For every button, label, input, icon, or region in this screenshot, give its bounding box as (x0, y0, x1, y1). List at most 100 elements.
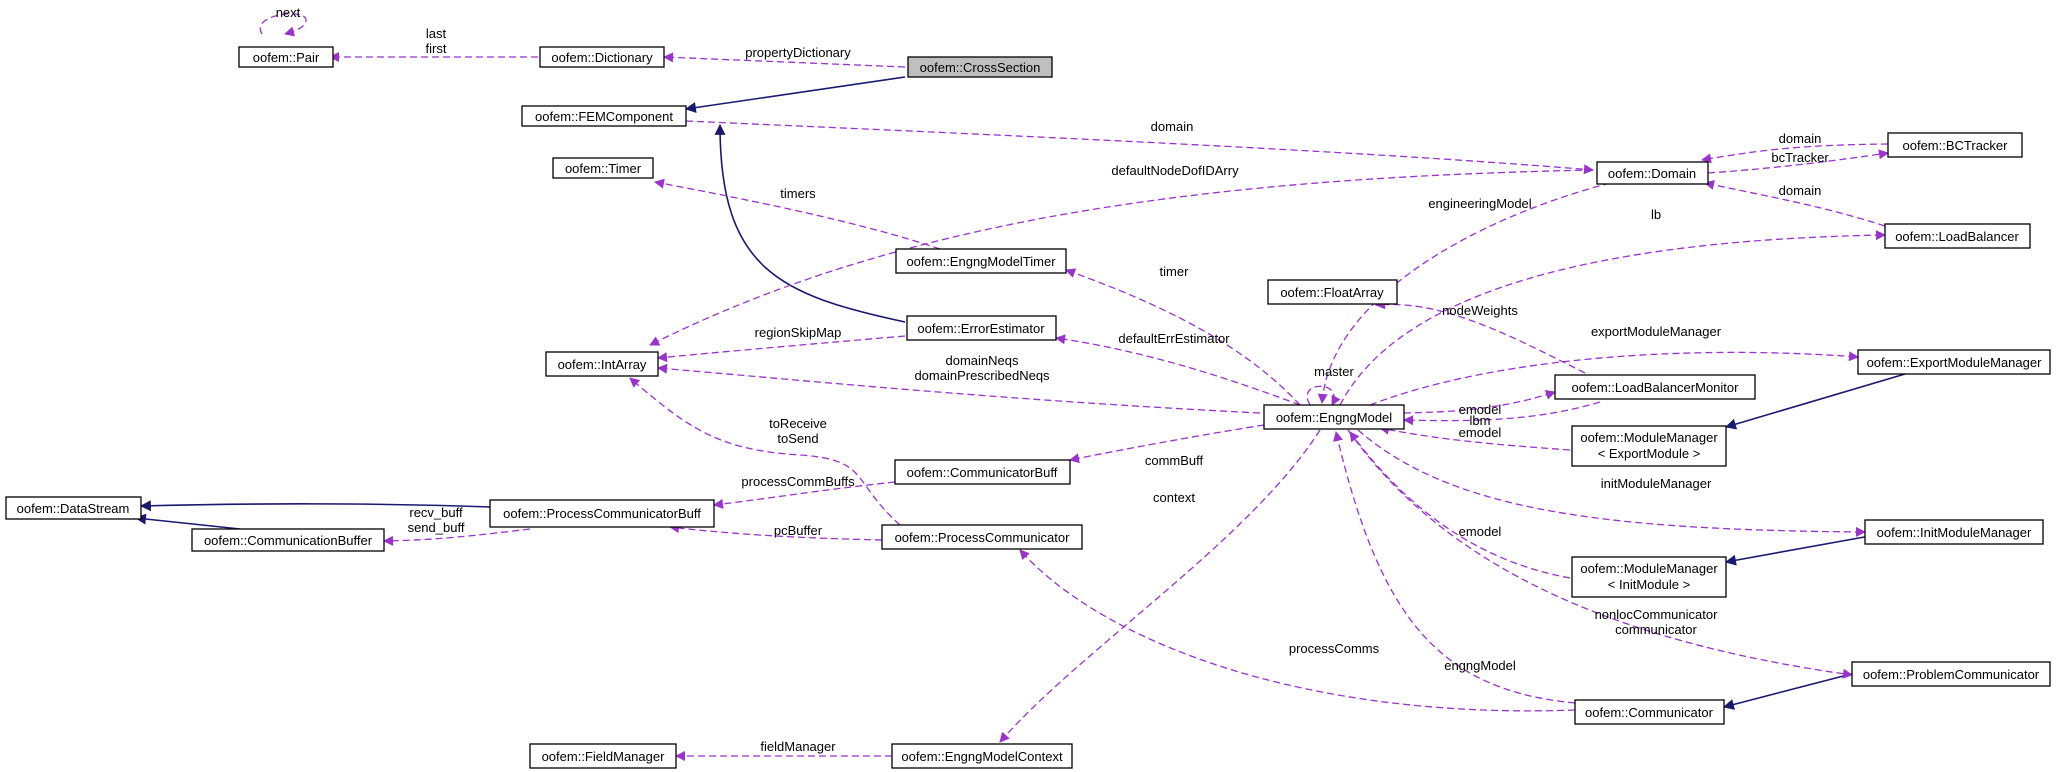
node-pair[interactable]: oofem::Pair (238, 46, 334, 68)
node-communicationbuffer[interactable]: oofem::CommunicationBuffer (191, 528, 385, 552)
svg-text:oofem::CommunicatorBuff: oofem::CommunicatorBuff (907, 465, 1058, 480)
label-processcommbuffs: processCommBuffs (741, 474, 855, 489)
svg-text:oofem::EngngModelTimer: oofem::EngngModelTimer (906, 254, 1056, 269)
label-domain-lb: domain (1779, 183, 1822, 198)
node-errorestimator[interactable]: oofem::ErrorEstimator (906, 315, 1057, 341)
label-nonloccommunicator: nonlocCommunicator (1595, 607, 1719, 622)
edge-processcommunicator-processcommunicatorbuff (669, 523, 883, 541)
label-first: first (426, 41, 447, 56)
svg-text:oofem::FEMComponent: oofem::FEMComponent (535, 109, 673, 124)
svg-text:oofem::EngngModel: oofem::EngngModel (1276, 410, 1392, 425)
label-tosend: toSend (777, 431, 818, 446)
label-fieldmanager: fieldManager (760, 739, 836, 754)
edge-engngmodel-master (1306, 385, 1341, 406)
svg-text:oofem::Domain: oofem::Domain (1608, 166, 1696, 181)
svg-text:oofem::ErrorEstimator: oofem::ErrorEstimator (917, 321, 1045, 336)
svg-text:oofem::EngngModelContext: oofem::EngngModelContext (901, 749, 1063, 764)
edge-bctracker-domain (1701, 143, 1889, 164)
edge-engngmodel-exportmodulemanager (1369, 351, 1859, 406)
edge-engngmodel-loadbalancermonitor (1403, 390, 1556, 414)
svg-text:oofem::IntArray: oofem::IntArray (558, 357, 647, 372)
label-pcbuffer: pcBuffer (774, 523, 823, 538)
label-domain-bct: domain (1779, 131, 1822, 146)
edge-errorestimator-femcomponent (714, 123, 906, 323)
edge-communicator-processcommunicator (1019, 549, 1576, 712)
node-loadbalancermonitor[interactable]: oofem::LoadBalancerMonitor (1554, 374, 1756, 400)
svg-text:oofem::Dictionary: oofem::Dictionary (551, 50, 653, 65)
node-engngmodeltimer[interactable]: oofem::EngngModelTimer (895, 248, 1067, 274)
node-datastream[interactable]: oofem::DataStream (5, 496, 142, 520)
edge-processcommunicatorbuff-communicationbuffer (383, 528, 531, 546)
label-defaulterrestimator: defaultErrEstimator (1118, 331, 1230, 346)
edge-engngmodeltimer-timer (654, 178, 941, 250)
node-engngmodelcontext[interactable]: oofem::EngngModelContext (891, 743, 1073, 769)
edge-communicator-engngmodel (1333, 431, 1576, 704)
node-dictionary[interactable]: oofem::Dictionary (539, 46, 665, 68)
node-crosssection[interactable]: oofem::CrossSection (907, 56, 1053, 78)
label-send-buff: send_buff (408, 520, 465, 535)
node-modulemanager-export[interactable]: oofem::ModuleManager < ExportModule > (1571, 425, 1727, 467)
node-intarray[interactable]: oofem::IntArray (545, 351, 659, 377)
edge-exportmodulemanager-modulemanager (1724, 373, 1906, 430)
node-communicatorbuff[interactable]: oofem::CommunicatorBuff (894, 459, 1071, 485)
node-initmodulemanager[interactable]: oofem::InitModuleManager (1864, 519, 2044, 545)
edge-loadbalancermonitor-floatarray (1375, 299, 1586, 374)
node-loadbalancer[interactable]: oofem::LoadBalancer (1884, 223, 2031, 249)
svg-text:oofem::DataStream: oofem::DataStream (17, 501, 130, 516)
svg-text:oofem::CrossSection: oofem::CrossSection (920, 60, 1041, 75)
node-floatarray[interactable]: oofem::FloatArray (1267, 279, 1398, 305)
edge-femcomponent-domain (685, 120, 1594, 175)
node-problemcommunicator[interactable]: oofem::ProblemCommunicator (1851, 661, 2051, 687)
node-modulemanager-init[interactable]: oofem::ModuleManager < InitModule > (1571, 556, 1727, 598)
edge-crosssection-dictionary (663, 52, 906, 68)
node-bctracker[interactable]: oofem::BCTracker (1887, 132, 2023, 158)
svg-text:oofem::FieldManager: oofem::FieldManager (542, 749, 666, 764)
edge-communicationbuffer-datastream (134, 513, 241, 530)
label-domainprescribedneqs: domainPrescribedNeqs (914, 368, 1050, 383)
svg-text:oofem::CommunicationBuffer: oofem::CommunicationBuffer (204, 533, 373, 548)
edge-domain-bctracker (1707, 149, 1889, 174)
node-communicator[interactable]: oofem::Communicator (1574, 699, 1725, 725)
svg-text:< InitModule >: < InitModule > (1608, 577, 1690, 592)
edge-loadbalancer-domain (1704, 180, 1886, 227)
svg-text:< ExportModule >: < ExportModule > (1598, 446, 1701, 461)
node-domain[interactable]: oofem::Domain (1596, 161, 1709, 185)
label-engngmodel: engngModel (1444, 658, 1516, 673)
edge-communicatorbuff-processcommunicatorbuff (713, 481, 896, 509)
label-propertydictionary: propertyDictionary (745, 45, 851, 60)
node-fieldmanager[interactable]: oofem::FieldManager (529, 743, 677, 769)
node-processcommunicator[interactable]: oofem::ProcessCommunicator (881, 524, 1083, 550)
edge-domain-engngmodel (1317, 182, 1611, 404)
label-commbuff: commBuff (1145, 453, 1204, 468)
edge-domain-intarray (649, 169, 1594, 346)
svg-text:oofem::Pair: oofem::Pair (253, 50, 320, 65)
edge-processcommunicator-intarray (629, 377, 901, 526)
node-processcommunicatorbuff[interactable]: oofem::ProcessCommunicatorBuff (489, 499, 715, 528)
label-communicator: communicator (1615, 622, 1697, 637)
label-defaultnodedofidarry: defaultNodeDofIDArry (1111, 163, 1239, 178)
edge-problemcommunicator-communicator (1722, 672, 1856, 710)
edge-labels: next last first propertyDictionary domai… (276, 5, 1830, 754)
label-lbm: lbm (1470, 413, 1491, 428)
svg-text:oofem::ProcessCommunicatorBuff: oofem::ProcessCommunicatorBuff (503, 506, 701, 521)
node-femcomponent[interactable]: oofem::FEMComponent (521, 105, 687, 127)
node-timer[interactable]: oofem::Timer (552, 157, 654, 179)
edge-loadbalancermonitor-engngmodel (1403, 401, 1601, 426)
node-engngmodel[interactable]: oofem::EngngModel (1263, 404, 1405, 430)
edge-modulemanager-init-engngmodel (1349, 431, 1571, 579)
label-emodel-lbm: emodel (1459, 402, 1502, 417)
edge-crosssection-femcomponent (684, 76, 906, 114)
label-timer: timer (1160, 264, 1190, 279)
node-exportmodulemanager[interactable]: oofem::ExportModuleManager (1857, 349, 2051, 375)
svg-text:oofem::LoadBalancerMonitor: oofem::LoadBalancerMonitor (1572, 380, 1740, 395)
edge-engngmodel-errorestimator (1055, 334, 1301, 406)
label-domainneqs: domainNeqs (946, 353, 1019, 368)
svg-text:oofem::ModuleManager: oofem::ModuleManager (1580, 430, 1718, 445)
label-next: next (276, 5, 301, 20)
edge-initmodulemanager-modulemanager (1724, 535, 1871, 566)
label-last: last (426, 26, 447, 41)
edge-engngmodel-loadbalancer (1339, 230, 1886, 406)
edge-processcommunicatorbuff-datastream (139, 500, 491, 512)
svg-text:oofem::ExportModuleManager: oofem::ExportModuleManager (1867, 355, 2043, 370)
edge-engngmodel-engngmodeltimer (1065, 268, 1301, 406)
